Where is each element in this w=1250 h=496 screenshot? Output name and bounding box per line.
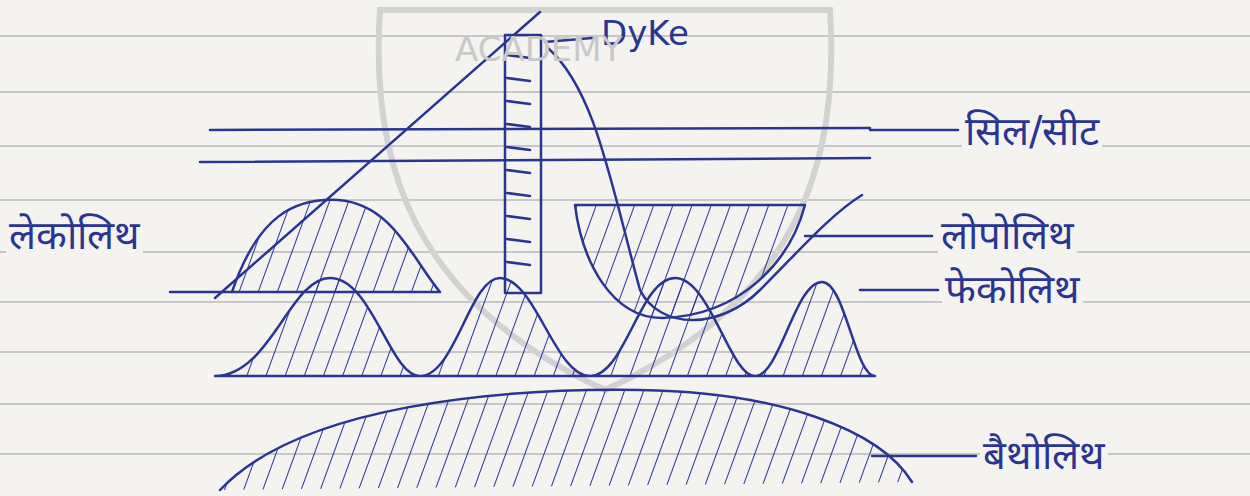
leader-line xyxy=(872,455,976,458)
leader-line xyxy=(805,235,932,238)
lopolith-label: लोपोलिथ xyxy=(938,212,1077,258)
batholith-fill xyxy=(220,390,912,490)
ink-drawing xyxy=(170,12,976,490)
batholith-shape xyxy=(220,390,912,490)
phacolith-label: फेकोलिथ xyxy=(942,266,1083,312)
phacolith-shape xyxy=(215,278,875,376)
dyke-body xyxy=(505,35,541,293)
watermark-shield xyxy=(379,10,832,390)
lopolith-outer xyxy=(548,48,862,320)
sill-line xyxy=(200,158,870,162)
batholith-label: बैथोलिथ xyxy=(980,432,1108,478)
sill-label: सिल/सीट xyxy=(962,108,1102,154)
leader-line xyxy=(860,289,938,292)
laccolith-label: लेकोलिथ xyxy=(6,212,143,258)
watermark-text: ACADEMY xyxy=(452,30,625,69)
leader-line xyxy=(170,291,232,294)
dyke-hatch xyxy=(507,55,530,265)
leader-line xyxy=(870,129,958,132)
